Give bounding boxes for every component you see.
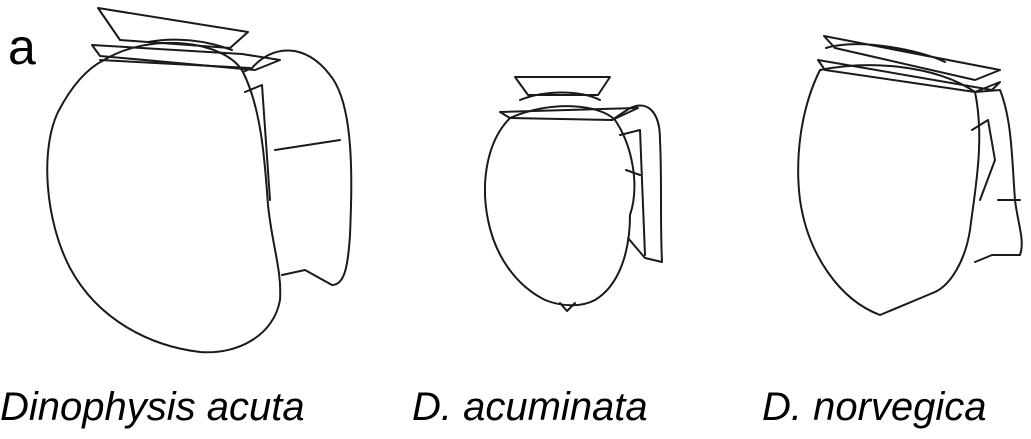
apical-cap-acuminata xyxy=(515,77,610,100)
cell-drawing-norvegica xyxy=(798,36,1022,315)
lower-cingular-list-acuta xyxy=(92,45,280,70)
species-label-norvegica: D. norvegica xyxy=(762,385,987,430)
cell-drawing-acuminata xyxy=(485,77,662,311)
species-label-acuta: Dinophysis acuta xyxy=(0,385,305,430)
cell-body-norvegica xyxy=(798,65,979,315)
cell-drawing-acuta xyxy=(47,8,351,352)
species-label-acuminata: D. acuminata xyxy=(412,385,648,430)
cell-body-acuta xyxy=(47,43,280,352)
cell-body-acuminata xyxy=(485,106,634,305)
left-sulcal-list-norvegica xyxy=(972,90,1022,262)
left-sulcal-list-acuta xyxy=(243,50,351,285)
